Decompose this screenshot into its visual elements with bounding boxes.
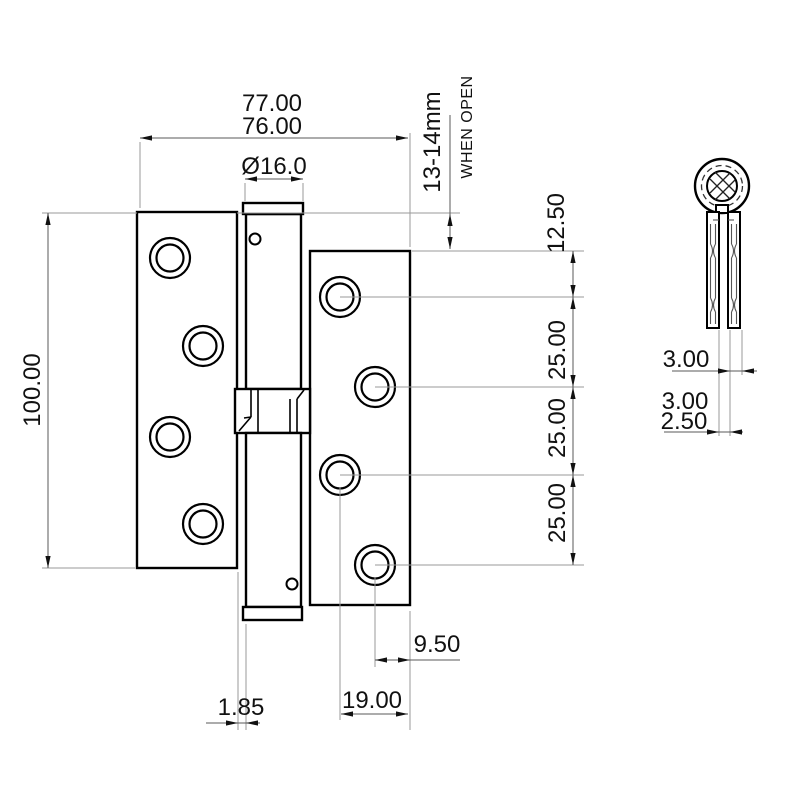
dim-width-max-label: 77.00 bbox=[242, 90, 302, 117]
dim-knuckle-dia-label: Ø16.0 bbox=[241, 153, 306, 180]
dim-hole-col1: 19.00 bbox=[341, 687, 408, 717]
barrel-notch bbox=[715, 204, 729, 214]
dim-closed-gap-min-label: 2.50 bbox=[661, 408, 708, 435]
dim-gap-label: 1.85 bbox=[218, 694, 265, 721]
dim-col1-label: 19.00 bbox=[342, 687, 402, 714]
dim-pitch-label: 25.00 bbox=[544, 483, 571, 543]
section-hatch bbox=[709, 171, 736, 201]
dim-thickness-label: 3.00 bbox=[663, 346, 710, 373]
left-leaf bbox=[135, 210, 239, 570]
pin-bottom-cap bbox=[241, 605, 304, 622]
dim-closed-gap: 3.00 2.50 bbox=[661, 388, 743, 435]
extension-lines bbox=[42, 133, 743, 730]
front-view bbox=[135, 201, 412, 622]
dim-rise-note: WHEN OPEN bbox=[459, 75, 476, 178]
screw-hole bbox=[148, 415, 192, 459]
screw-hole bbox=[181, 502, 225, 546]
dim-width-min-label: 76.00 bbox=[242, 113, 302, 140]
dim-closed-gap-max-label: 3.00 bbox=[662, 388, 709, 415]
dim-col2-label: 9.50 bbox=[414, 631, 461, 658]
dim-pitch-label: 25.00 bbox=[544, 398, 571, 458]
hinge-knuckle bbox=[233, 201, 312, 622]
pin-retainer-hole bbox=[248, 232, 262, 246]
cam-joint bbox=[233, 387, 312, 435]
dim-overall-width: 77.00 76.00 bbox=[140, 90, 408, 141]
left-leaf-edge bbox=[706, 211, 720, 329]
dim-hole-pitch-chain: 12.50 25.00 25.00 25.00 bbox=[543, 193, 576, 565]
leaves-closed bbox=[706, 211, 741, 329]
dim-rise-when-open: 13-14mm WHEN OPEN bbox=[419, 75, 476, 249]
dim-leaf-height: 100.00 bbox=[19, 213, 51, 568]
screw-hole bbox=[148, 236, 192, 280]
dim-leaf-gap: 1.85 bbox=[206, 694, 264, 726]
dim-knuckle-diameter: Ø16.0 bbox=[241, 153, 307, 182]
pin-top-cap bbox=[241, 201, 305, 216]
pin-section bbox=[706, 170, 738, 202]
dim-hole-col2: 9.50 bbox=[375, 631, 460, 663]
right-leaf-edge bbox=[727, 211, 741, 329]
right-leaf bbox=[308, 249, 412, 607]
dim-rise-label: 13-14mm bbox=[419, 91, 446, 192]
dim-first-hole-label: 12.50 bbox=[543, 193, 570, 253]
pin-retainer-hole bbox=[285, 577, 299, 591]
side-view bbox=[693, 157, 751, 329]
dim-leaf-thickness: 3.00 bbox=[663, 346, 757, 374]
dim-pitch-label: 25.00 bbox=[544, 320, 571, 380]
screw-hole bbox=[181, 324, 225, 368]
dim-height-label: 100.00 bbox=[19, 353, 46, 426]
dimension-layer: 77.00 76.00 Ø16.0 13-14mm WHEN OPEN bbox=[19, 75, 757, 730]
